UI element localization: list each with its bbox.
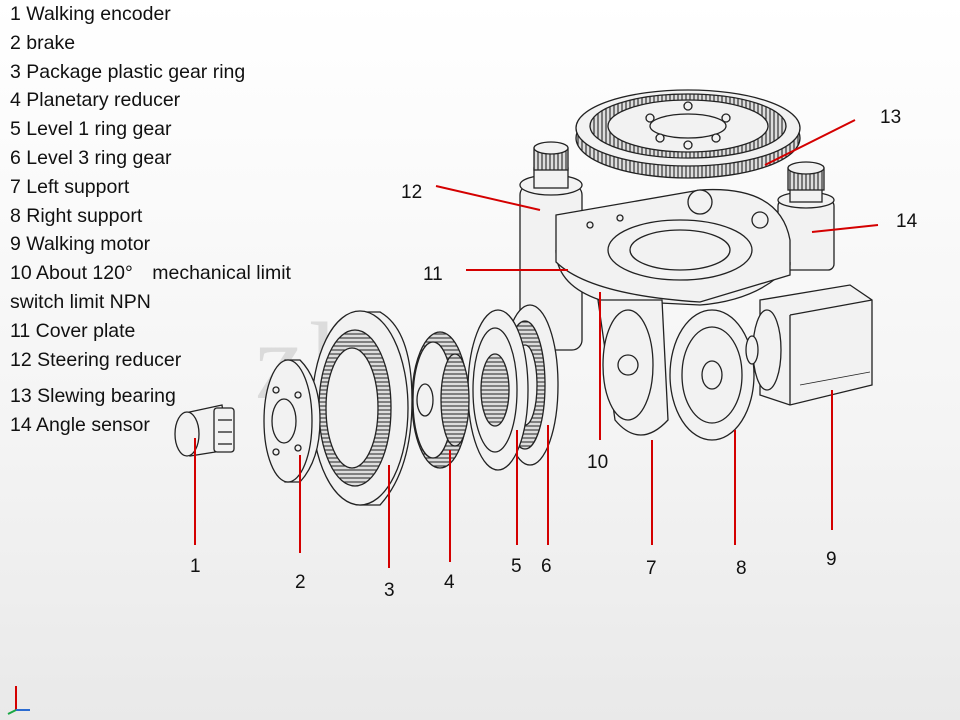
cover-plate	[555, 188, 791, 306]
legend-item-8: 8 Right support	[10, 204, 143, 227]
legend-item-9: 9 Walking motor	[10, 233, 151, 256]
legend-item-1: 1 Walking encoder	[10, 3, 171, 25]
legend-item-6: 6 Level 3 ring gear	[10, 146, 172, 169]
callout-7: 7	[646, 558, 657, 579]
leader-lines	[194, 119, 879, 568]
legend-item-10: 10 About 120° mechanical limit switch li…	[10, 262, 291, 313]
legend-item-12: 12 Steering reducer	[10, 348, 182, 371]
callout-13: 13	[880, 107, 902, 128]
angle-sensor	[777, 161, 835, 271]
callout-3: 3	[384, 580, 395, 601]
level-1-ring-gear	[467, 309, 529, 471]
callout-2: 2	[295, 572, 306, 593]
callout-8: 8	[736, 558, 747, 579]
legend-item-11: 11 Cover plate	[10, 319, 136, 342]
callout-12: 12	[401, 182, 423, 203]
callout-9: 9	[826, 549, 837, 570]
callout-5: 5	[511, 556, 522, 577]
brake	[263, 359, 321, 483]
callout-10: 10	[587, 452, 609, 473]
legend-item-13: 13 Slewing bearing	[10, 385, 176, 408]
legend-item-4: 4 Planetary reducer	[10, 89, 181, 112]
walking-encoder	[174, 404, 235, 457]
left-support	[597, 299, 669, 436]
legend-item-3: 3 Package plastic gear ring	[10, 60, 246, 83]
parts-legend: 1 Walking encoder 2 brake 3 Package plas…	[10, 0, 310, 440]
slewing-bearing	[575, 89, 801, 179]
legend-item-2: 2 brake	[10, 31, 76, 54]
axis-triad-icon	[7, 686, 30, 715]
callout-1: 1	[190, 556, 201, 577]
callout-6: 6	[541, 556, 552, 577]
legend-item-14: 14 Angle sensor	[10, 414, 150, 437]
callout-4: 4	[444, 572, 455, 593]
walking-motor	[745, 284, 873, 406]
right-support	[669, 309, 755, 441]
planetary-reducer	[411, 331, 470, 469]
callout-11: 11	[423, 264, 443, 285]
callout-14: 14	[896, 211, 918, 232]
plastic-gear-wheel	[311, 310, 413, 506]
legend-item-5: 5 Level 1 ring gear	[10, 118, 172, 141]
legend-item-7: 7 Left support	[10, 175, 130, 198]
